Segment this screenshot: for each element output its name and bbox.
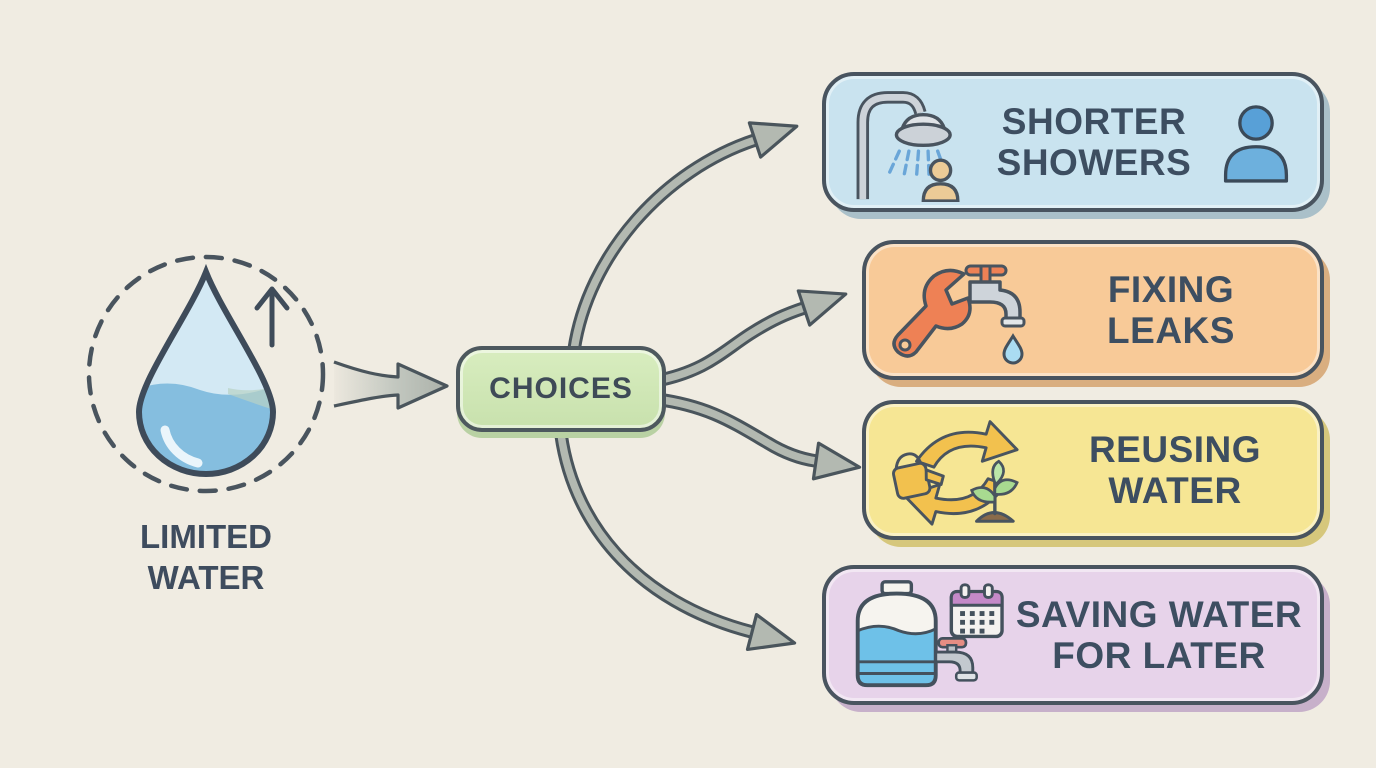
water-drop-icon bbox=[135, 263, 277, 477]
branch-shorter-showers: SHORTER SHOWERS bbox=[822, 72, 1324, 212]
branch-title-line1: SAVING WATER bbox=[1015, 593, 1303, 635]
source-label-line1: LIMITED bbox=[140, 518, 272, 555]
branch-title-line1: FIXING bbox=[1107, 268, 1235, 310]
branch-title-line2: FOR LATER bbox=[1052, 635, 1266, 676]
arrow-source-to-hub bbox=[333, 360, 449, 410]
branch-saving-water-for-later: SAVING WATER FOR LATER bbox=[822, 565, 1324, 705]
arrow-hub-to-shorter-showers bbox=[567, 121, 799, 351]
hub-choices: CHOICES bbox=[456, 346, 666, 432]
source-label: LIMITED WATER bbox=[96, 516, 316, 599]
branch-reusing-water: REUSING WATER bbox=[862, 400, 1324, 540]
shower-icon bbox=[842, 82, 970, 202]
branch-title: REUSING WATER bbox=[1046, 429, 1304, 512]
arrow-hub-to-fixing-leaks bbox=[654, 289, 848, 388]
calendar-icon bbox=[949, 583, 1004, 639]
hub-label: CHOICES bbox=[489, 372, 633, 405]
wrench-faucet-icon bbox=[882, 254, 1032, 366]
arrow-hub-to-reusing-water bbox=[655, 392, 862, 481]
arrow-hub-to-saving-water bbox=[553, 425, 797, 652]
branch-title: FIXING LEAKS bbox=[1038, 269, 1304, 352]
branch-title-line2: LEAKS bbox=[1107, 310, 1235, 351]
branch-title-line1: SHORTER bbox=[1001, 100, 1187, 142]
source-label-line2: WATER bbox=[147, 559, 265, 597]
branch-title-line1: REUSING bbox=[1088, 428, 1262, 470]
dashed-circle bbox=[86, 254, 326, 494]
up-arrow-icon bbox=[254, 286, 290, 348]
branch-title-line2: WATER bbox=[1108, 470, 1242, 511]
branch-title-line2: SHOWERS bbox=[996, 142, 1192, 183]
recycle-watering-icon bbox=[882, 411, 1040, 529]
branch-title: SHORTER SHOWERS bbox=[976, 101, 1212, 184]
branch-fixing-leaks: FIXING LEAKS bbox=[862, 240, 1324, 380]
branch-title: SAVING WATER FOR LATER bbox=[1014, 594, 1304, 677]
water-tank-calendar-icon bbox=[842, 576, 1008, 694]
person-icon bbox=[1218, 101, 1294, 183]
